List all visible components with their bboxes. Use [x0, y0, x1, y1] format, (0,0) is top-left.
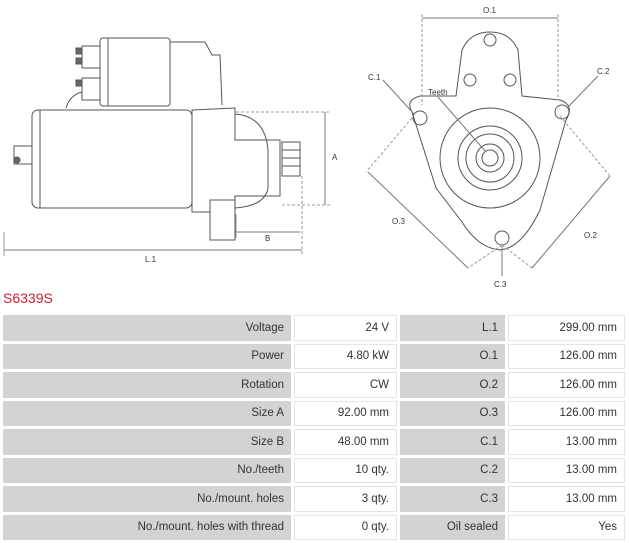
- label-c1: C.1: [368, 73, 381, 82]
- label-c2: C.2: [597, 67, 610, 76]
- part-number-title: S6339S: [3, 290, 53, 306]
- spec-label: No./mount. holes: [3, 486, 291, 512]
- spec-label: L.1: [400, 315, 505, 341]
- label-o1: O.1: [483, 6, 496, 15]
- side-view: [3, 37, 330, 256]
- table-row: No./mount. holes 3 qty. C.3 13.00 mm: [3, 486, 625, 512]
- spec-label: C.1: [400, 429, 505, 455]
- table-row: No./teeth 10 qty. C.2 13.00 mm: [3, 457, 625, 483]
- label-teeth: Teeth: [428, 88, 448, 97]
- spec-label: Size A: [3, 400, 291, 426]
- label-o3: O.3: [392, 217, 405, 226]
- spec-value: Yes: [508, 514, 625, 540]
- label-c3: C.3: [494, 280, 507, 289]
- spec-value: CW: [294, 372, 397, 398]
- spec-value: 10 qty.: [294, 457, 397, 483]
- spec-value: 3 qty.: [294, 486, 397, 512]
- spec-label: Power: [3, 343, 291, 369]
- spec-value: 126.00 mm: [508, 400, 625, 426]
- spec-label: C.3: [400, 486, 505, 512]
- spec-value: 48.00 mm: [294, 429, 397, 455]
- spec-label: Size B: [3, 429, 291, 455]
- label-a: A: [332, 153, 338, 162]
- table-row: Size A 92.00 mm O.3 126.00 mm: [3, 400, 625, 426]
- spec-label: O.1: [400, 343, 505, 369]
- specs-table: Voltage 24 V L.1 299.00 mm Power 4.80 kW…: [0, 312, 628, 543]
- spec-value: 13.00 mm: [508, 457, 625, 483]
- label-l1: L.1: [145, 255, 157, 264]
- spec-label: Rotation: [3, 372, 291, 398]
- spec-value: 299.00 mm: [508, 315, 625, 341]
- table-row: Voltage 24 V L.1 299.00 mm: [3, 315, 625, 341]
- spec-label: No./teeth: [3, 457, 291, 483]
- spec-label: C.2: [400, 457, 505, 483]
- spec-value: 24 V: [294, 315, 397, 341]
- spec-value: 92.00 mm: [294, 400, 397, 426]
- spec-label: O.2: [400, 372, 505, 398]
- starter-drawing-svg: L.1 B A O.1 C.1 C.2 Teeth O.3 O.2 C.3: [3, 6, 611, 289]
- table-row: Rotation CW O.2 126.00 mm: [3, 372, 625, 398]
- label-o2: O.2: [584, 231, 597, 240]
- spec-label: Oil sealed: [400, 514, 505, 540]
- spec-value: 126.00 mm: [508, 372, 625, 398]
- spec-value: 4.80 kW: [294, 343, 397, 369]
- front-view: [365, 14, 611, 276]
- spec-label: No./mount. holes with thread: [3, 514, 291, 540]
- spec-value: 126.00 mm: [508, 343, 625, 369]
- spec-label: Voltage: [3, 315, 291, 341]
- table-row: Power 4.80 kW O.1 126.00 mm: [3, 343, 625, 369]
- table-row: No./mount. holes with thread 0 qty. Oil …: [3, 514, 625, 540]
- spec-value: 0 qty.: [294, 514, 397, 540]
- label-b: B: [265, 234, 270, 243]
- spec-value: 13.00 mm: [508, 486, 625, 512]
- spec-value: 13.00 mm: [508, 429, 625, 455]
- spec-label: O.3: [400, 400, 505, 426]
- table-row: Size B 48.00 mm C.1 13.00 mm: [3, 429, 625, 455]
- technical-drawing: L.1 B A O.1 C.1 C.2 Teeth O.3 O.2 C.3: [3, 6, 611, 289]
